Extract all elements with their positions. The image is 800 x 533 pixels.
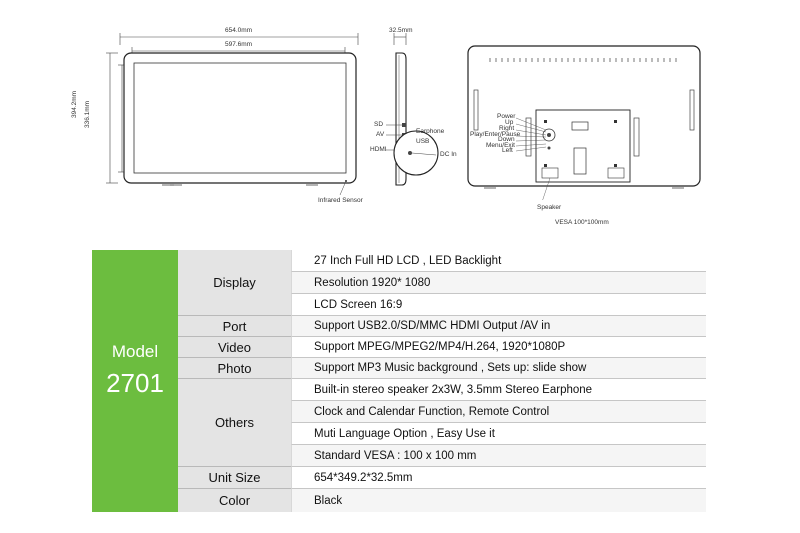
button-menu-label: Menu/Exit	[486, 142, 515, 149]
button-up-label: Up	[505, 119, 514, 126]
port-sd-label: SD	[374, 121, 384, 128]
technical-drawing: 654.0mm 597.6mm 394.2mm 336.1mm Infrared…	[0, 0, 800, 235]
video-value: Support MPEG/MPEG2/MP4/H.264, 1920*1080P	[291, 337, 706, 358]
infrared-sensor-label: Infrared Sensor	[318, 197, 363, 204]
button-power-label: Power	[497, 113, 516, 120]
photo-value: Support MP3 Music background , Sets up: …	[291, 358, 706, 379]
display-backlight-value: 27 Inch Full HD LCD , LED Backlight	[291, 250, 706, 272]
front-view-drawing	[106, 33, 359, 196]
front-inner-height-label: 336.1mm	[84, 100, 91, 128]
category-color: Color	[178, 489, 291, 512]
front-width-label: 654.0mm	[225, 27, 253, 34]
port-av-label: AV	[376, 131, 385, 138]
side-view-drawing	[386, 33, 439, 186]
speaker-label: Speaker	[537, 204, 562, 211]
vesa-label: VESA 100*100mm	[555, 219, 609, 226]
back-view-drawing	[467, 45, 701, 200]
category-port: Port	[178, 316, 291, 337]
others-clock-value: Clock and Calendar Function, Remote Cont…	[291, 401, 706, 423]
display-resolution-value: Resolution 1920* 1080	[291, 272, 706, 294]
model-number: 2701	[106, 368, 164, 398]
front-height-label: 394.2mm	[71, 90, 78, 118]
port-earphone-label: Earphone	[416, 128, 445, 135]
front-inner-width-label: 597.6mm	[225, 41, 253, 48]
button-play-label: Play/Enter/Pause	[470, 131, 521, 138]
port-usb-label: USB	[416, 138, 430, 145]
side-depth-label: 32.5mm	[389, 27, 413, 34]
others-vesa-value: Standard VESA : 100 x 100 mm	[291, 445, 706, 467]
others-speaker-value: Built-in stereo speaker 2x3W, 3.5mm Ster…	[291, 379, 706, 401]
port-hdmi-label: HDMI	[370, 146, 387, 153]
unit-size-value: 654*349.2*32.5mm	[291, 467, 706, 489]
others-language-value: Muti Language Option , Easy Use it	[291, 423, 706, 445]
color-value: Black	[291, 489, 706, 512]
category-display: Display	[178, 250, 291, 316]
button-right-label: Right	[499, 125, 515, 132]
button-left-label: Left	[502, 147, 513, 154]
model-cell: Model 2701	[92, 250, 178, 512]
spec-table: Model 2701 Display Port Video Photo Othe…	[92, 250, 706, 512]
category-unit-size: Unit Size	[178, 467, 291, 489]
port-value: Support USB2.0/SD/MMC HDMI Output /AV in	[291, 316, 706, 337]
category-photo: Photo	[178, 358, 291, 379]
category-others: Others	[178, 379, 291, 467]
dc-in-label: DC In	[440, 151, 457, 158]
category-video: Video	[178, 337, 291, 358]
display-screen-ratio-value: LCD Screen 16:9	[291, 294, 706, 316]
button-down-label: Down	[498, 136, 515, 143]
model-label: Model	[111, 342, 159, 361]
